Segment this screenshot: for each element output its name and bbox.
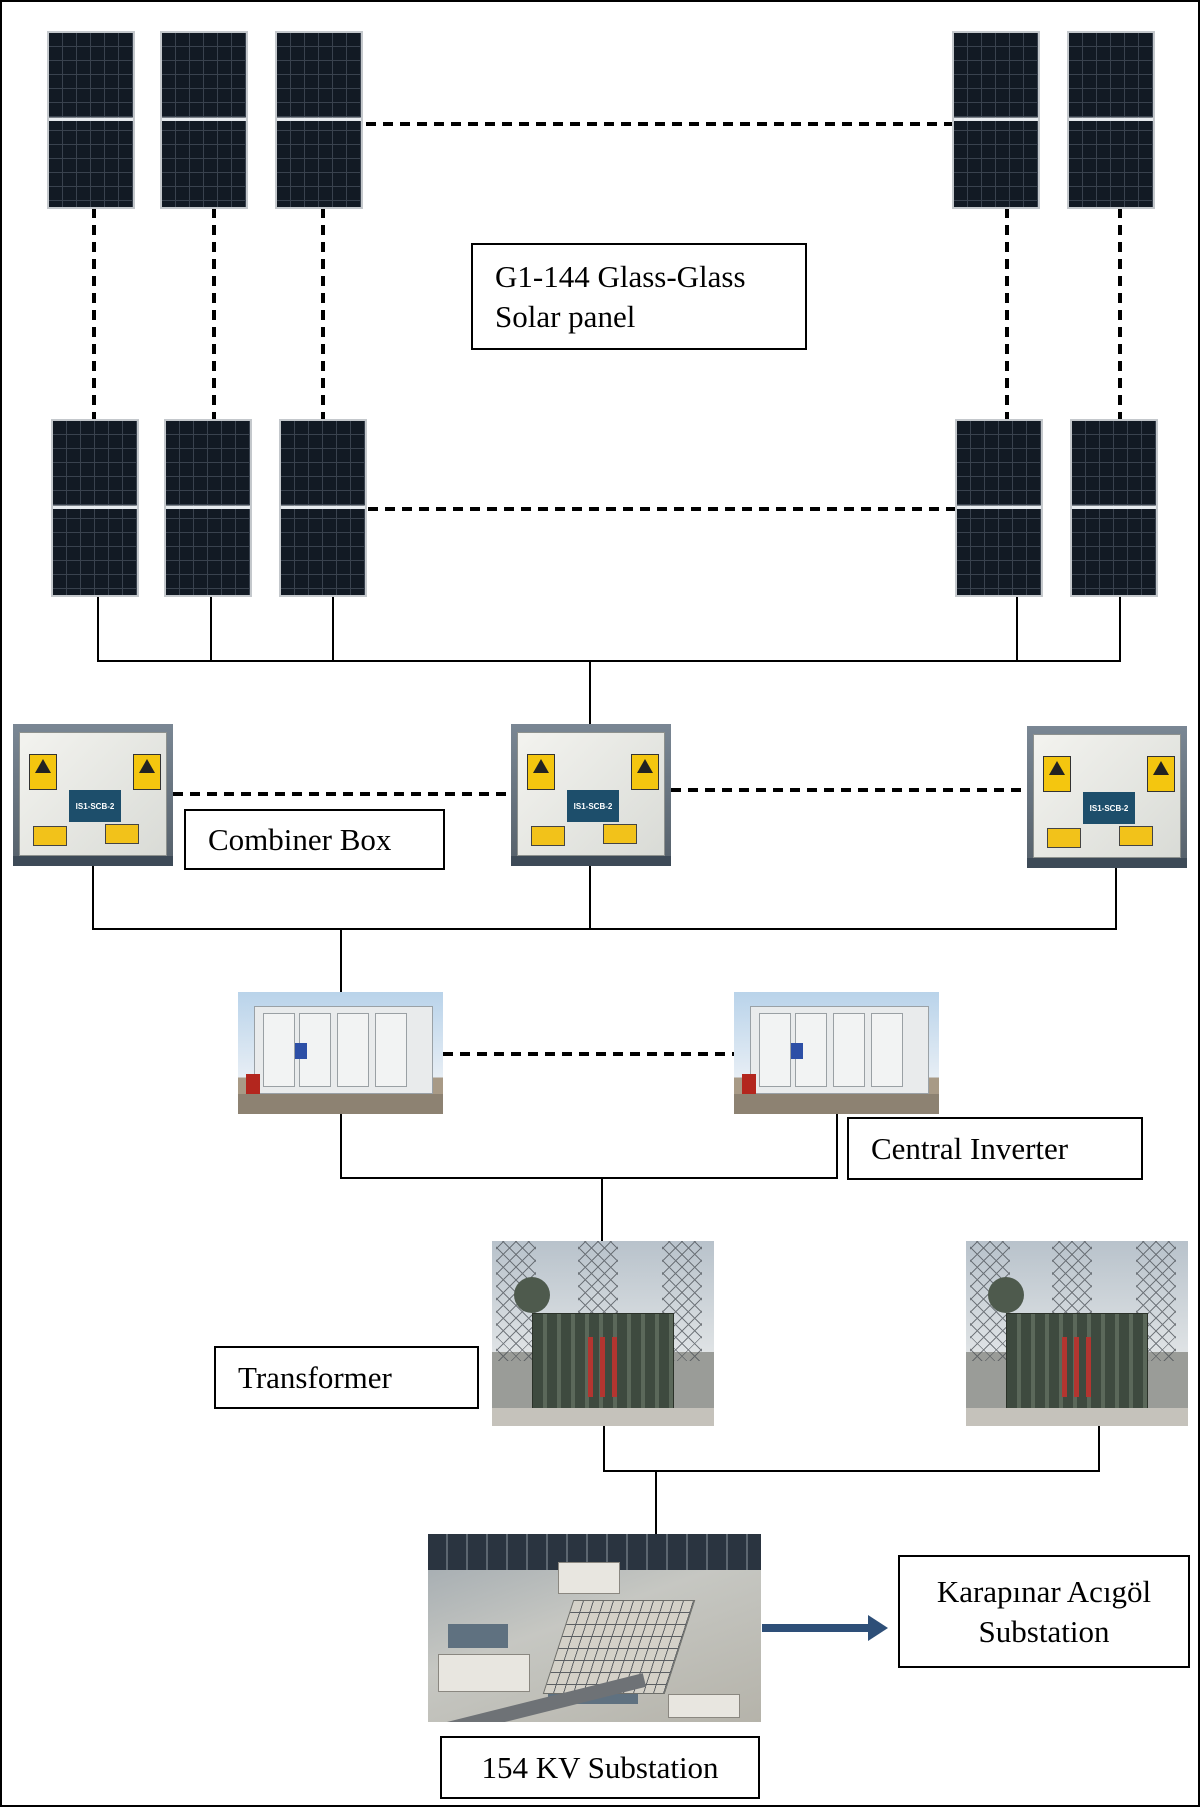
central-inverter-label: Central Inverter (847, 1117, 1143, 1180)
transformer-photo (492, 1241, 714, 1426)
combiner-id-tag: IS1-SCB-2 (567, 790, 619, 822)
destination-substation-label: Karapınar Acıgöl Substation (898, 1555, 1190, 1668)
combiner-box-label: Combiner Box (184, 809, 445, 870)
solar-panel-icon (1070, 419, 1158, 597)
transformer-bus (603, 1426, 1100, 1472)
combiner-bus (92, 866, 1117, 930)
combiner-box-photo: IS1-SCB-2 (1027, 726, 1187, 868)
destination-label-line1: Karapınar Acıgöl (936, 1573, 1152, 1609)
solar-panel-icon (955, 419, 1043, 597)
solar-panel-icon (160, 31, 248, 209)
solar-panel-label: G1-144 Glass-Glass Solar panel (471, 243, 807, 350)
transformer-photo (966, 1241, 1188, 1426)
combiner-box-photo: IS1-SCB-2 (13, 724, 173, 866)
solar-panel-icon (164, 419, 252, 597)
solar-panel-label-line1: G1-144 Glass-Glass (495, 258, 746, 294)
solar-panel-icon (952, 31, 1040, 209)
inverter-bus (340, 1113, 838, 1179)
destination-label-line2: Substation (978, 1613, 1110, 1649)
solar-panel-icon (1067, 31, 1155, 209)
combiner-id-tag: IS1-SCB-2 (1083, 792, 1135, 824)
solar-panel-icon (279, 419, 367, 597)
solar-panel-icon (51, 419, 139, 597)
combiner-box-photo: IS1-SCB-2 (511, 724, 671, 866)
solar-panel-label-line2: Solar panel (495, 298, 636, 334)
panel-bus (97, 596, 1121, 662)
transformer-label: Transformer (214, 1346, 479, 1409)
combiner-id-tag: IS1-SCB-2 (69, 790, 121, 822)
arrow-right-icon (762, 1615, 888, 1641)
solar-panel-icon (47, 31, 135, 209)
central-inverter-photo (734, 992, 939, 1114)
central-inverter-photo (238, 992, 443, 1114)
substation-154kv-label: 154 KV Substation (440, 1736, 760, 1799)
solar-panel-icon (275, 31, 363, 209)
substation-aerial-photo (428, 1534, 761, 1722)
